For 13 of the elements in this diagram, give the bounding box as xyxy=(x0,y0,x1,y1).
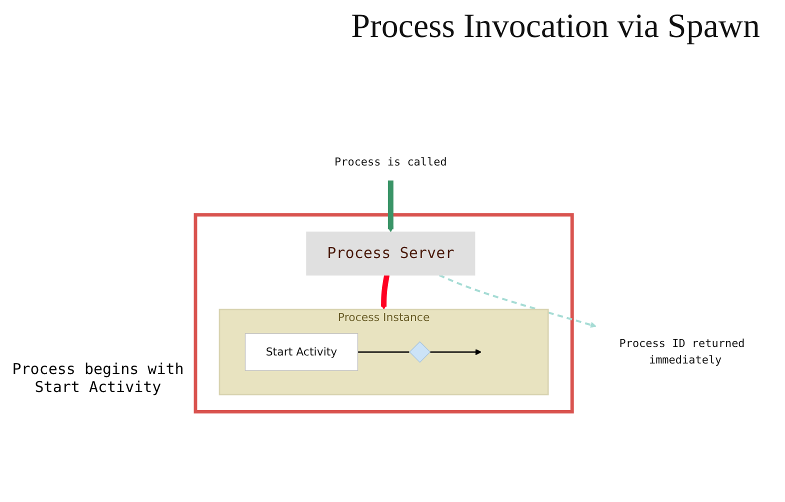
note-text: Process begins with Start Activity xyxy=(11,360,185,396)
node-text: Process ID returned immediately xyxy=(619,337,745,367)
node-diamond xyxy=(409,342,431,364)
node-box: Process Server xyxy=(306,232,476,276)
node-text: Process is called xyxy=(334,156,447,169)
diagram-title: Process Invocation via Spawn xyxy=(351,8,760,46)
arrow xyxy=(388,180,394,233)
cluster xyxy=(194,214,574,414)
arrow xyxy=(438,274,596,328)
connector xyxy=(358,352,410,354)
arrow xyxy=(380,275,390,310)
node-box: Start Activity xyxy=(244,334,358,372)
arrow xyxy=(430,349,482,356)
